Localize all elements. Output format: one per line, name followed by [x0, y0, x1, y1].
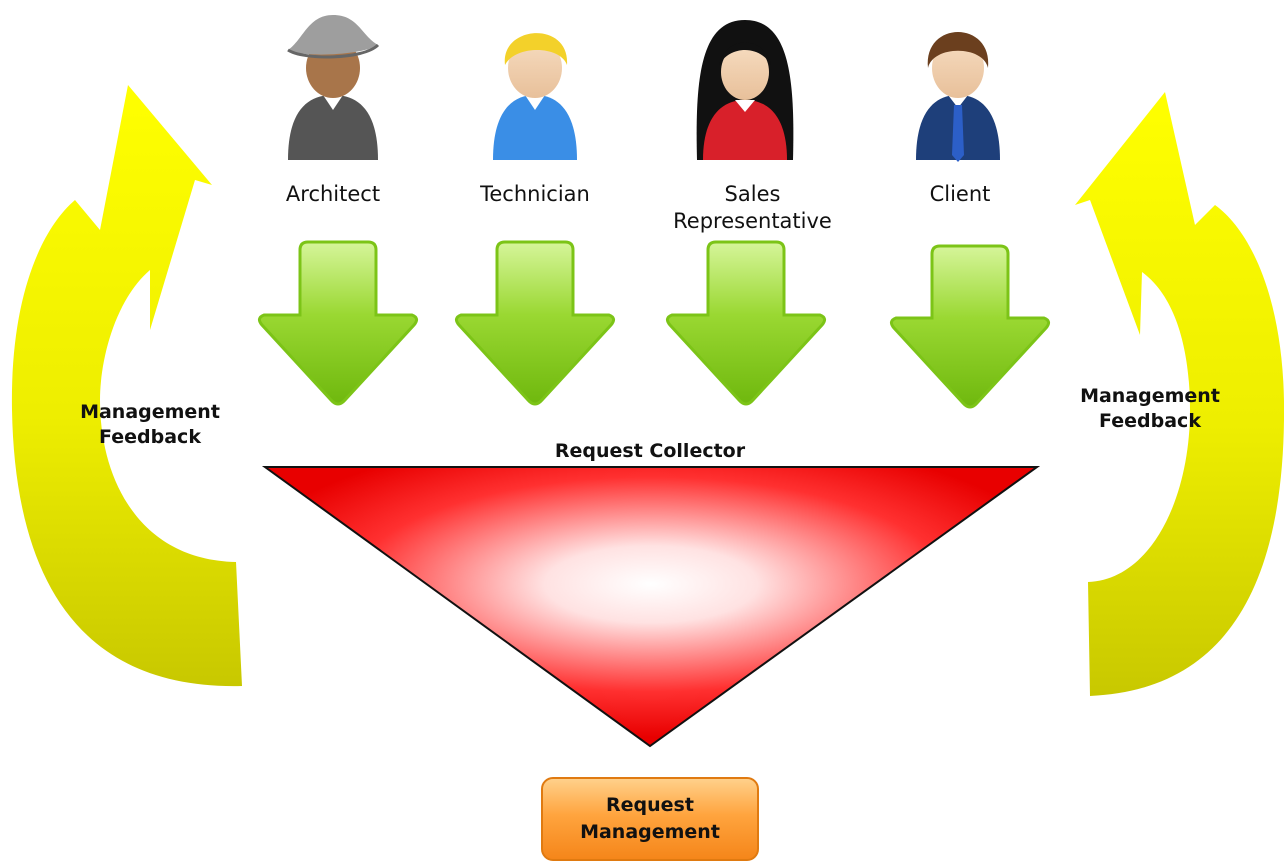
role-label-sales-representative: Sales Representative [673, 182, 832, 233]
down-arrow-icon [257, 240, 419, 406]
role-label-client: Client [929, 182, 991, 206]
down-arrow-icon [665, 240, 827, 406]
sales-representative-avatar-icon [696, 20, 794, 160]
right-feedback-arrow-icon [1075, 92, 1284, 696]
technician-avatar-icon [493, 33, 577, 160]
management-feedback-left-label: Management Feedback [80, 401, 220, 448]
left-feedback-arrow-icon [11, 85, 242, 687]
down-arrow-icon [454, 240, 616, 406]
client-avatar-icon [916, 32, 1000, 162]
request-collector-triangle [261, 466, 1041, 748]
request-management-box: Request Management [541, 777, 759, 861]
request-collector-label: Request Collector [554, 440, 746, 462]
role-label-technician: Technician [480, 182, 590, 206]
down-arrow-icon [889, 244, 1051, 409]
management-feedback-right-label: Management Feedback [1080, 385, 1220, 432]
request-management-label: Request Management [580, 794, 720, 843]
architect-avatar-icon [287, 15, 380, 160]
role-label-architect: Architect [285, 182, 381, 206]
